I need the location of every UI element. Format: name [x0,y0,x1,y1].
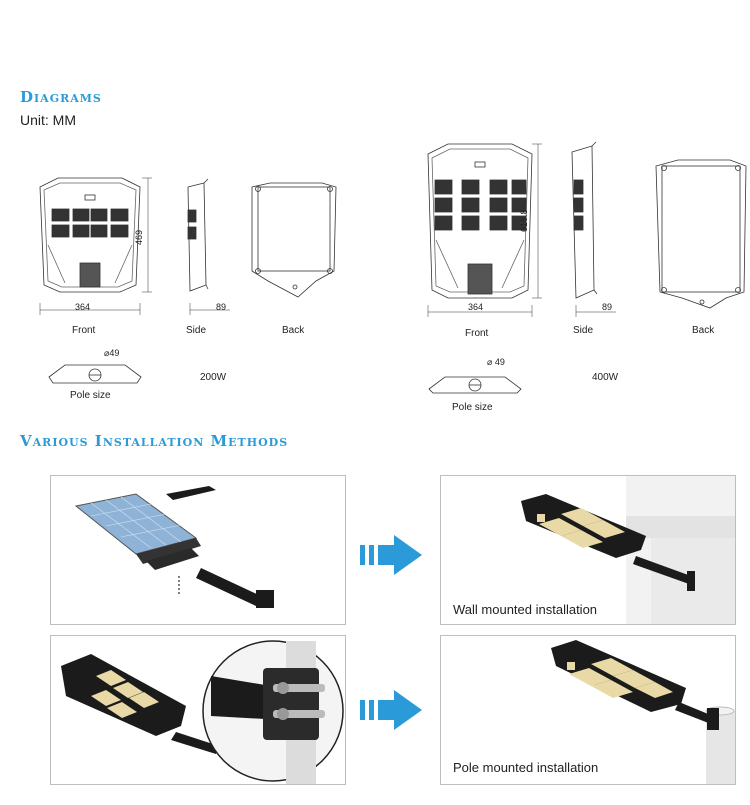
installation-heading: Various Installation Methods [20,432,289,450]
w400-depth-dim: 89 [602,302,613,312]
w400-front-view [427,143,533,299]
unit-label: Unit: MM [20,112,76,128]
w200-back-view [251,182,337,298]
wall-mounted-lamp-illustration [521,476,735,624]
w400-height-dim: 618.8 [519,209,529,232]
w200-front-label: Front [72,325,96,336]
w400-front-label: Front [465,328,489,339]
w200-power-label: 200W [200,372,227,383]
w200-pole-label: Pole size [70,390,111,401]
pole-mounted-lamp-illustration [551,640,735,784]
pole-mount-caption: Pole mounted installation [453,760,599,775]
arrow-right-icon [360,690,422,730]
w400-pole-label: Pole size [452,402,493,413]
w400-power-label: 400W [592,372,619,383]
w400-width-dim: 364 [468,302,484,312]
w400-technical-drawing [427,141,747,317]
wall-mount-caption: Wall mounted installation [453,602,598,617]
w200-width-dim: 364 [75,302,91,312]
pole-mount-image-panel: Pole mounted installation [440,635,736,785]
w200-depth-dim: 89 [216,302,227,312]
arrow-right-icon [360,535,422,575]
w200-front-view [39,177,141,293]
w200-side-label: Side [186,325,207,336]
pole-detail-image-panel [50,635,346,785]
assembly-image-panel [50,475,346,625]
w400-side-label: Side [573,325,594,336]
lamp-assembly-illustration [74,486,274,608]
diagrams-heading: Diagrams [20,88,102,106]
w200-technical-drawing [39,177,337,315]
w400-back-view [655,159,747,309]
w400-back-label: Back [692,325,715,336]
w400-pole-size-drawing [428,376,522,394]
w200-height-dim: 469 [134,229,144,245]
w200-pole-size-drawing [48,364,142,384]
w200-side-view [187,178,209,292]
pole-bracket-illustration [61,640,344,784]
wall-mount-image-panel: Wall mounted installation [440,475,736,625]
w400-side-view [571,141,598,299]
w400-pole-dim: ⌀ 49 [487,357,505,367]
w200-pole-dim: ⌀49 [104,348,120,358]
w200-back-label: Back [282,325,305,336]
